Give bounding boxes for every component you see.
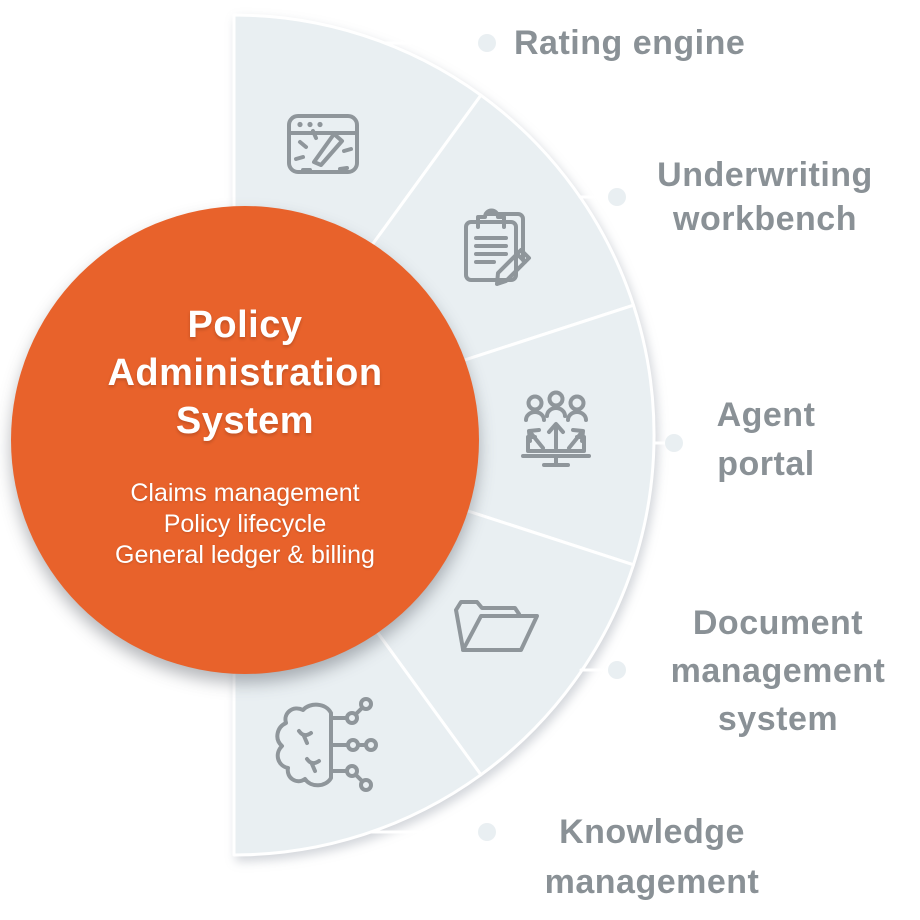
center-subtitle-line: Claims management: [130, 479, 360, 507]
center-title-line: Policy: [187, 304, 303, 346]
segment-label-line: portal: [717, 445, 815, 483]
clipboard-pencil-icon: [464, 208, 531, 286]
segment-label-line: Document: [692, 604, 864, 642]
gauge-browser-icon: [287, 114, 359, 174]
segment-label-rating-engine: Rating engine: [514, 21, 834, 65]
segment-label-document-management-system: Document management system: [628, 599, 920, 743]
brain-circuit-icon: [275, 697, 378, 792]
segment-label-line: management: [544, 863, 760, 901]
segment-label-line: Underwriting: [657, 156, 873, 194]
connector-dot-rating: [478, 34, 496, 52]
connector-dot-document: [608, 661, 626, 679]
center-subtitle-line: General ledger & billing: [115, 541, 375, 569]
segment-label-line: system: [717, 700, 839, 738]
connectors: [369, 34, 683, 841]
segment-label-line: Knowledge: [559, 813, 745, 851]
center-title: Policy Administration System: [45, 301, 445, 445]
segment-label-line: management: [670, 652, 886, 690]
connector-dot-agent: [665, 434, 683, 452]
segment-label-line: workbench: [673, 200, 857, 238]
center-subtitle: Claims management Policy lifecycle Gener…: [45, 478, 445, 571]
connector-dot-knowledge: [478, 823, 496, 841]
segment-label-line: Rating engine: [514, 24, 746, 62]
center-circle: [11, 206, 479, 674]
folder-icon: [454, 600, 539, 652]
center-title-line: System: [175, 400, 315, 442]
connector-dot-underwriting: [608, 188, 626, 206]
segment-label-agent-portal: Agent portal: [616, 391, 916, 489]
center-title-line: Administration: [107, 352, 383, 394]
segment-label-underwriting-workbench: Underwriting workbench: [615, 153, 915, 241]
users-monitor-icon: [521, 390, 591, 467]
center-subtitle-line: Policy lifecycle: [163, 510, 327, 538]
segment-label-line: Agent: [716, 396, 816, 434]
segment-label-knowledge-management: Knowledge management: [502, 807, 802, 907]
